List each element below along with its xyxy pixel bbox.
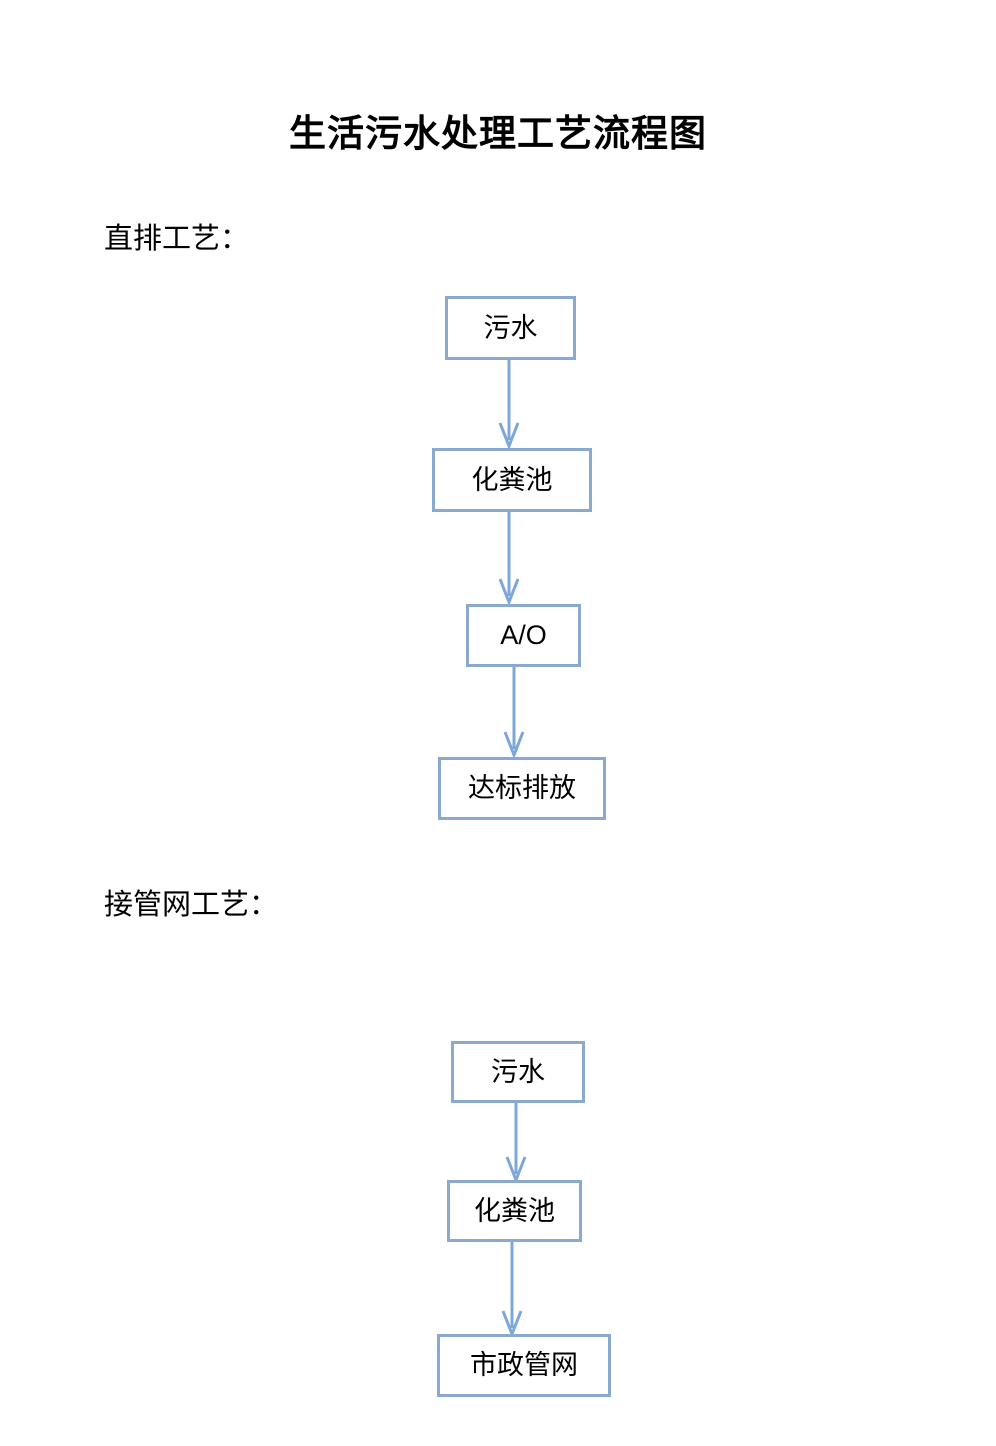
flow-node-sewage: 污水 xyxy=(451,1041,585,1103)
arrow-down-icon xyxy=(503,667,525,760)
flow-node-sewage: 污水 xyxy=(445,296,576,360)
flow-node-ao-process: A/O xyxy=(466,604,581,667)
section-heading-direct-discharge: 直排工艺： xyxy=(104,223,250,255)
arrow-down-icon xyxy=(505,1103,527,1185)
flow-node-label: 达标排放 xyxy=(468,773,576,803)
flow-node-septic-tank: 化粪池 xyxy=(447,1180,582,1242)
flow-node-label: 化粪池 xyxy=(471,464,553,495)
flow-node-label: 污水 xyxy=(483,312,538,343)
flow-node-compliant-discharge: 达标排放 xyxy=(438,757,606,820)
flow-node-septic-tank: 化粪池 xyxy=(432,448,592,512)
flow-node-label: 市政管网 xyxy=(470,1350,578,1380)
flow-node-label: 化粪池 xyxy=(474,1195,555,1226)
arrow-down-icon xyxy=(498,360,520,451)
flow-node-municipal-pipe-network: 市政管网 xyxy=(437,1334,611,1397)
page-title: 生活污水处理工艺流程图 xyxy=(289,113,707,154)
arrow-down-icon xyxy=(498,512,520,607)
flow-node-label: 污水 xyxy=(491,1056,545,1087)
flow-node-label: A/O xyxy=(500,620,547,650)
section-heading-pipe-network: 接管网工艺： xyxy=(104,889,279,921)
arrow-down-icon xyxy=(501,1242,523,1339)
